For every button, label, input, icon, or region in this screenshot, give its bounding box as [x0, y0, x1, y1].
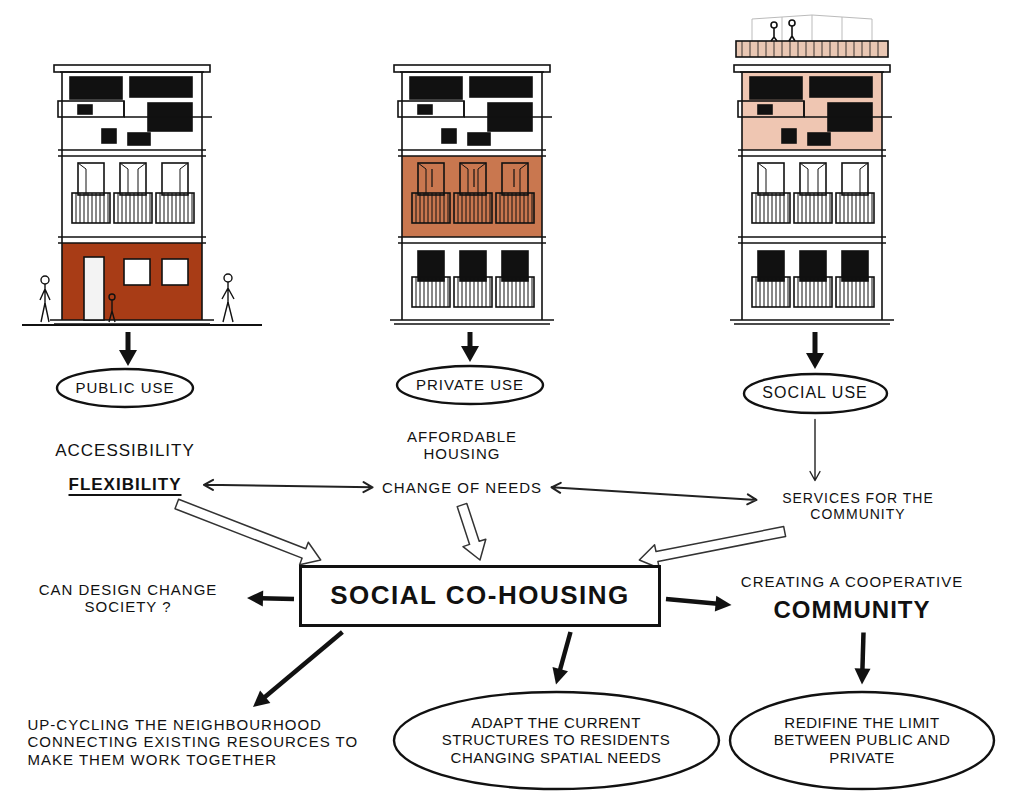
central-box: SOCIAL CO-HOUSING	[299, 565, 661, 627]
private-building	[432, 169, 514, 187]
arrow-head	[553, 667, 569, 685]
thin-arrow	[810, 420, 820, 481]
bold-arrow	[862, 633, 863, 671]
social-building	[789, 26, 795, 41]
thin-arrow	[810, 420, 820, 481]
quality-label: ACCESSIBILITY	[55, 441, 195, 461]
person-figure	[222, 282, 234, 322]
down-arrow	[119, 332, 824, 369]
social-building	[730, 65, 894, 324]
bold-arrow	[855, 633, 871, 685]
person-figure	[224, 274, 232, 282]
use-label: PRIVATE USE	[416, 376, 524, 393]
outcome-text: UP-CYCLING THE NEIGHBOURHOOD CONNECTING …	[24, 712, 377, 772]
bold-arrow	[560, 632, 571, 671]
arrow-head	[715, 596, 732, 612]
public-building	[84, 257, 104, 320]
social-building	[771, 22, 777, 28]
private-building	[412, 251, 534, 307]
person-figure	[40, 274, 234, 322]
bold-arrow	[666, 599, 718, 604]
social-building	[730, 15, 894, 324]
hollow-arrow	[639, 527, 785, 569]
down-arrow	[126, 332, 131, 352]
bold-arrow	[553, 632, 571, 685]
use-label: PUBLIC USE	[75, 379, 174, 396]
person-figure	[109, 300, 115, 322]
social-building	[771, 28, 777, 41]
social-building	[789, 20, 795, 26]
outcome-label: UP-CYCLING THE NEIGHBOURHOOD CONNECTING …	[28, 716, 373, 768]
use-oval: PRIVATE USE	[395, 364, 545, 406]
oval-outline	[394, 692, 719, 789]
hollow-arrow	[457, 503, 486, 560]
use-oval: SOCIAL USE	[742, 372, 889, 415]
public-building	[50, 65, 214, 324]
quality-text: AFFORDABLE HOUSING CHANGE OF NEEDS	[378, 424, 547, 500]
outcome-oval: ADAPT THE CURRENT STRUCTURES TO RESIDENT…	[392, 690, 721, 791]
goal-label: COMMUNITY	[774, 596, 931, 624]
quality-label: AFFORDABLE HOUSING	[395, 428, 530, 463]
double-arrow	[204, 480, 373, 492]
central-label: SOCIAL CO-HOUSING	[330, 581, 629, 611]
down-arrow	[806, 353, 824, 369]
public-building	[124, 259, 150, 285]
ground-line	[22, 324, 262, 326]
private-building	[390, 65, 554, 324]
goal-label: CREATING A COOPERATIVE	[741, 573, 963, 590]
quality-text: ACCESSIBILITY FLEXIBILITY	[51, 437, 199, 499]
arrow-head	[247, 590, 263, 606]
oval-outline	[730, 692, 994, 789]
down-arrow	[468, 332, 473, 348]
social-building	[752, 251, 874, 307]
oval-outline	[744, 374, 887, 413]
bold-arrow	[247, 590, 294, 606]
public-building	[162, 259, 188, 285]
quality-label: SERVICES FOR THE COMMUNITY	[766, 490, 951, 522]
person-figure	[109, 294, 115, 300]
double-arrow	[204, 480, 373, 492]
quality-label: CHANGE OF NEEDS	[382, 479, 542, 496]
bold-arrow	[261, 596, 294, 601]
down-arrow	[119, 350, 137, 366]
person-figure	[40, 284, 50, 322]
hollow-arrow	[175, 499, 321, 564]
double-arrow	[552, 483, 757, 505]
social-building	[742, 41, 878, 57]
down-arrow	[813, 332, 818, 355]
goal-text: CREATING A COOPERATIVE COMMUNITY	[737, 569, 968, 628]
outcome-label: ADAPT THE CURRENT STRUCTURES TO RESIDENT…	[429, 714, 684, 766]
outcome-oval: REDIFINE THE LIMIT BETWEEN PUBLIC AND PR…	[728, 690, 996, 791]
hollow-arrow	[639, 527, 785, 569]
quality-text: SERVICES FOR THE COMMUNITY	[762, 486, 955, 527]
hollow-arrow	[175, 499, 321, 564]
oval-outline	[57, 369, 193, 407]
public-building	[62, 243, 202, 320]
arrow-head	[855, 668, 871, 684]
person-figure	[41, 276, 49, 284]
double-arrow	[552, 483, 757, 505]
public-building	[50, 65, 214, 324]
question-text: CAN DESIGN CHANGE SOCIETY ?	[14, 577, 242, 620]
outcome-label: REDIFINE THE LIMIT BETWEEN PUBLIC AND PR…	[760, 714, 965, 766]
quality-label: FLEXIBILITY	[69, 475, 182, 495]
arrow-head	[253, 691, 270, 707]
bold-arrow	[264, 632, 343, 698]
oval-outline	[397, 366, 543, 404]
bold-arrow	[666, 596, 732, 612]
use-label: SOCIAL USE	[762, 384, 867, 402]
use-oval: PUBLIC USE	[55, 367, 195, 409]
bold-arrow	[253, 632, 342, 707]
down-arrow	[461, 346, 479, 362]
private-building	[390, 65, 554, 324]
hollow-arrow	[457, 503, 486, 560]
question-label: CAN DESIGN CHANGE SOCIETY ?	[18, 581, 238, 616]
social-building	[736, 41, 888, 57]
